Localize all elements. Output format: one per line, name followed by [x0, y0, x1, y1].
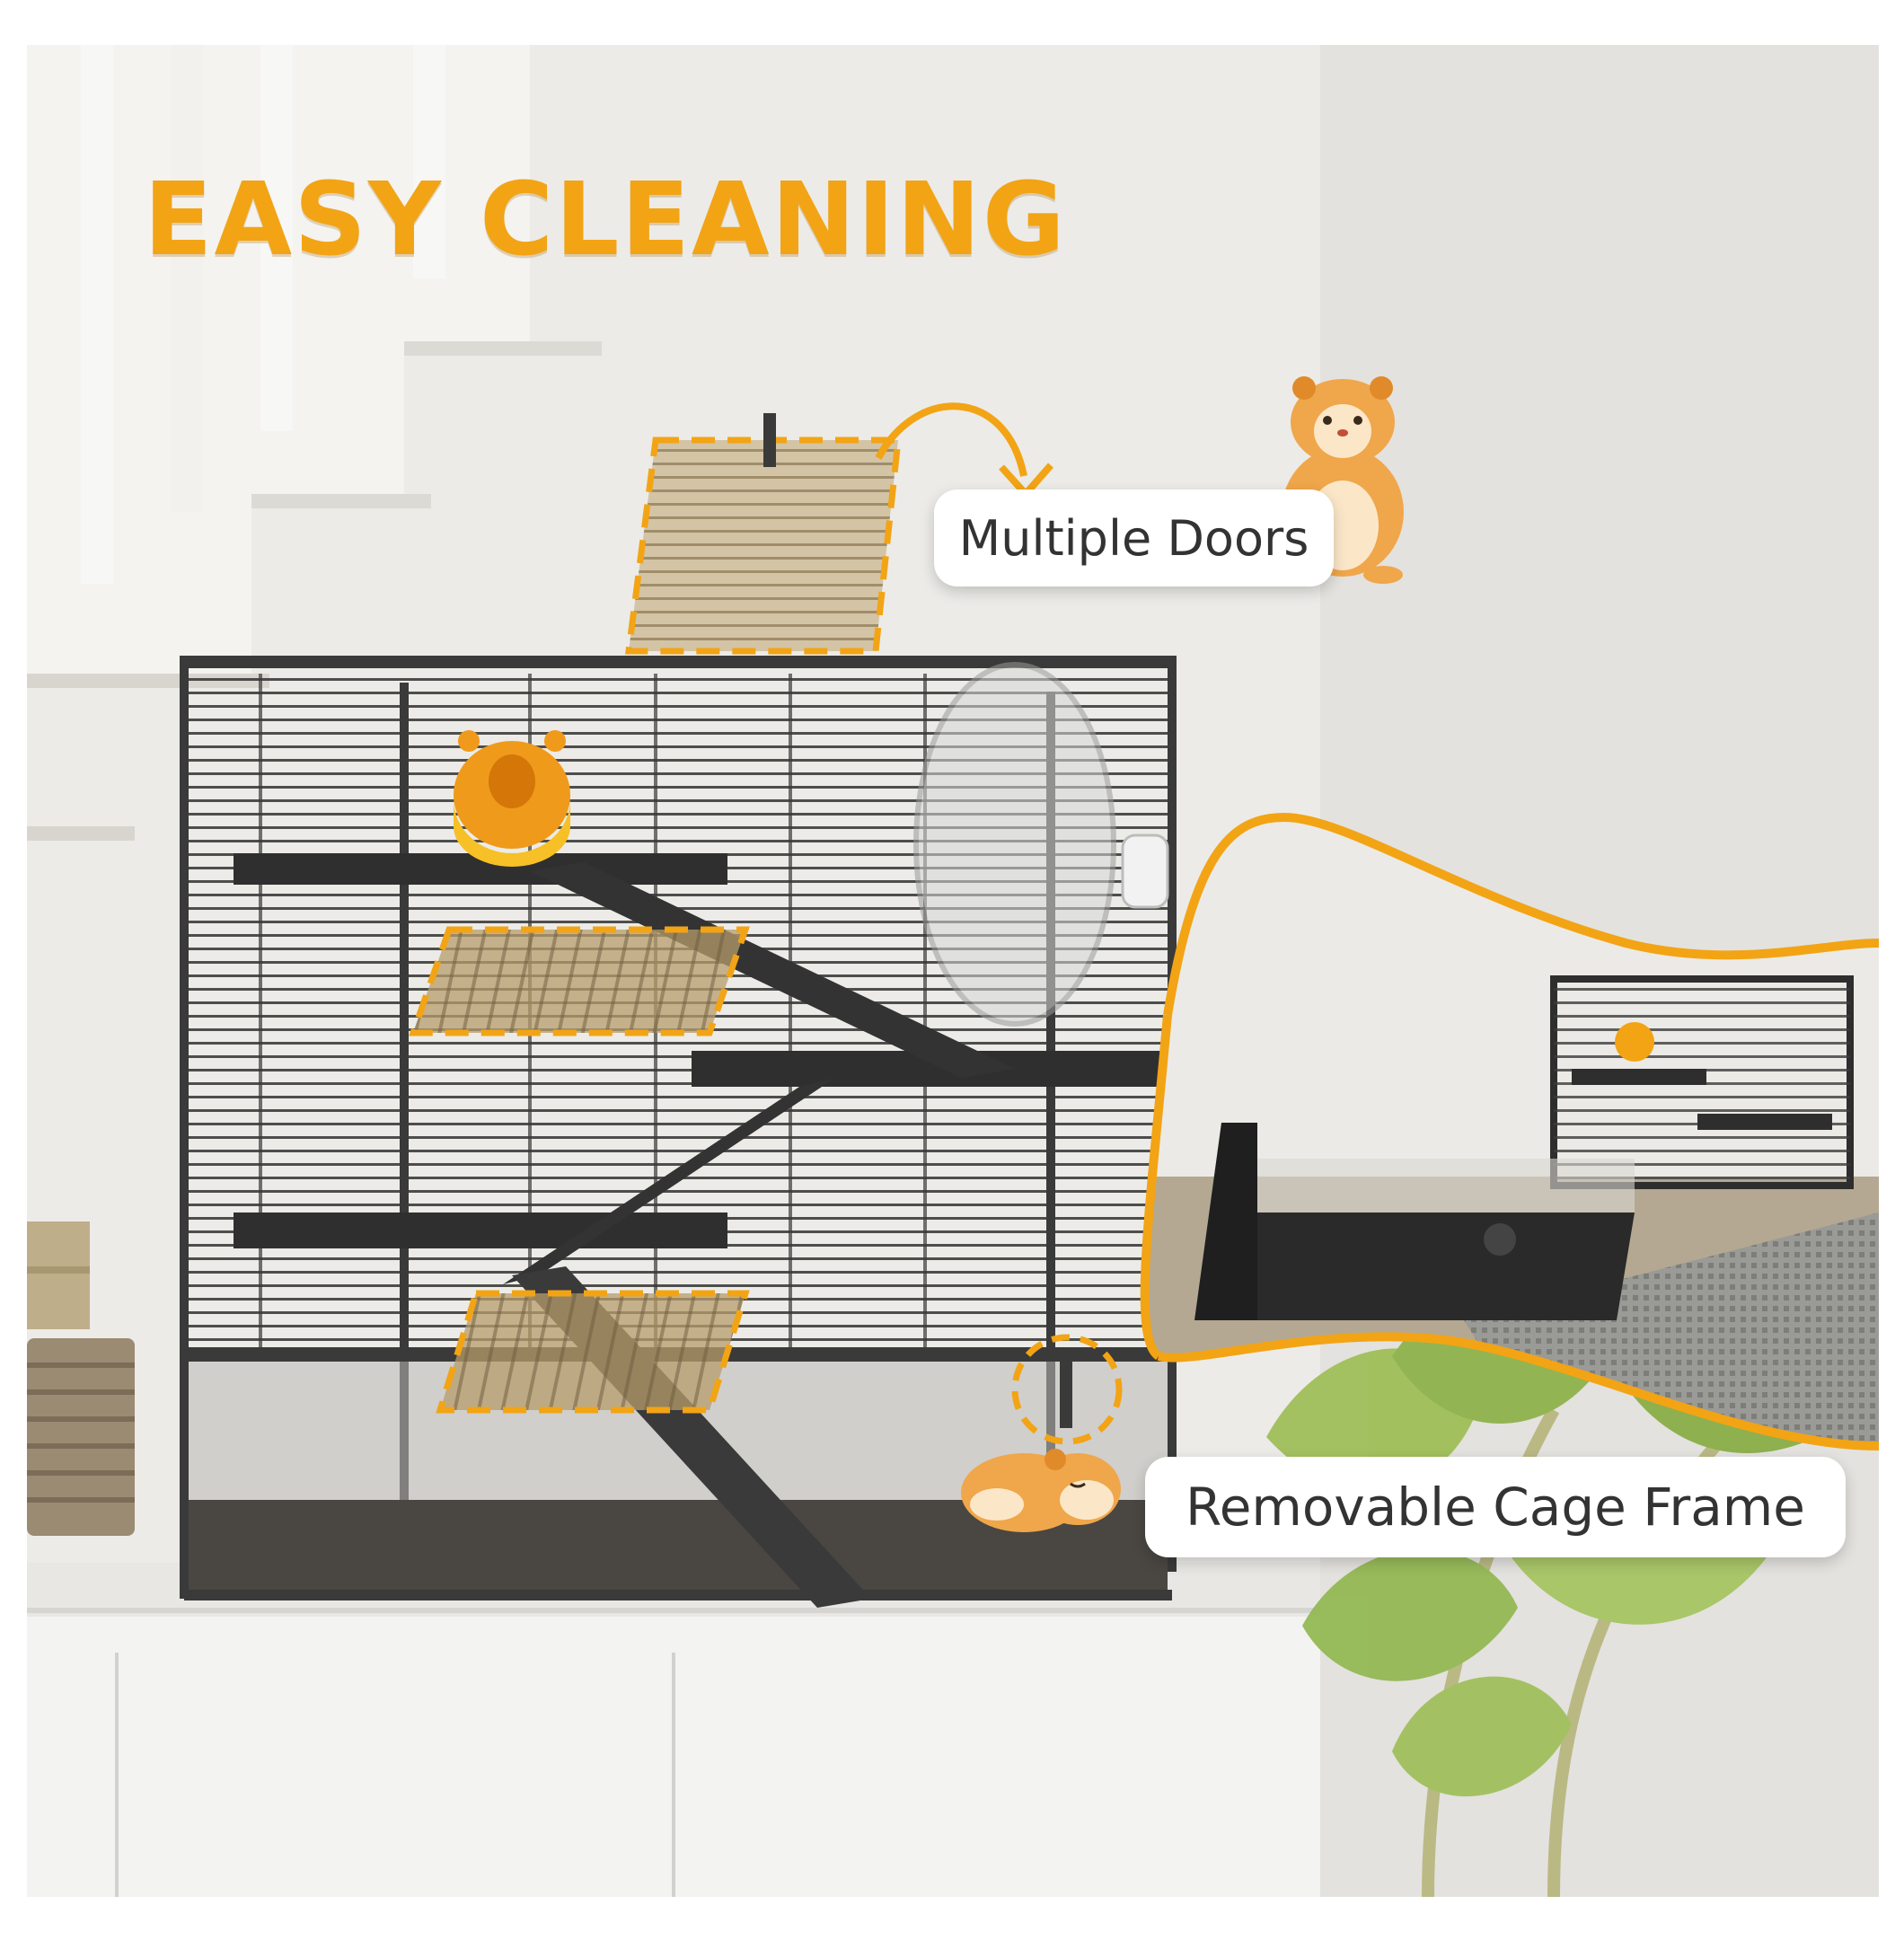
- headline: EASY CLEANING: [144, 162, 1067, 278]
- cabinet: [27, 1563, 1320, 1897]
- staircase: [27, 45, 602, 841]
- books-and-basket: [27, 1221, 135, 1536]
- callout-multiple-doors-label: Multiple Doors: [958, 509, 1309, 567]
- open-top-door: [625, 413, 902, 655]
- latch-highlight: [1011, 1334, 1123, 1445]
- sleeping-hamster-icon: [961, 1449, 1121, 1532]
- product-scene: [27, 45, 1879, 1897]
- product-image-frame: EASY CLEANING Multiple Doors Removable C…: [27, 45, 1879, 1897]
- hamster-cage: [180, 656, 1177, 1608]
- callout-removable-frame: Removable Cage Frame: [1145, 1457, 1846, 1557]
- callout-removable-frame-label: Removable Cage Frame: [1186, 1477, 1805, 1538]
- hamster-house: [454, 730, 570, 867]
- callout-multiple-doors: Multiple Doors: [934, 489, 1334, 586]
